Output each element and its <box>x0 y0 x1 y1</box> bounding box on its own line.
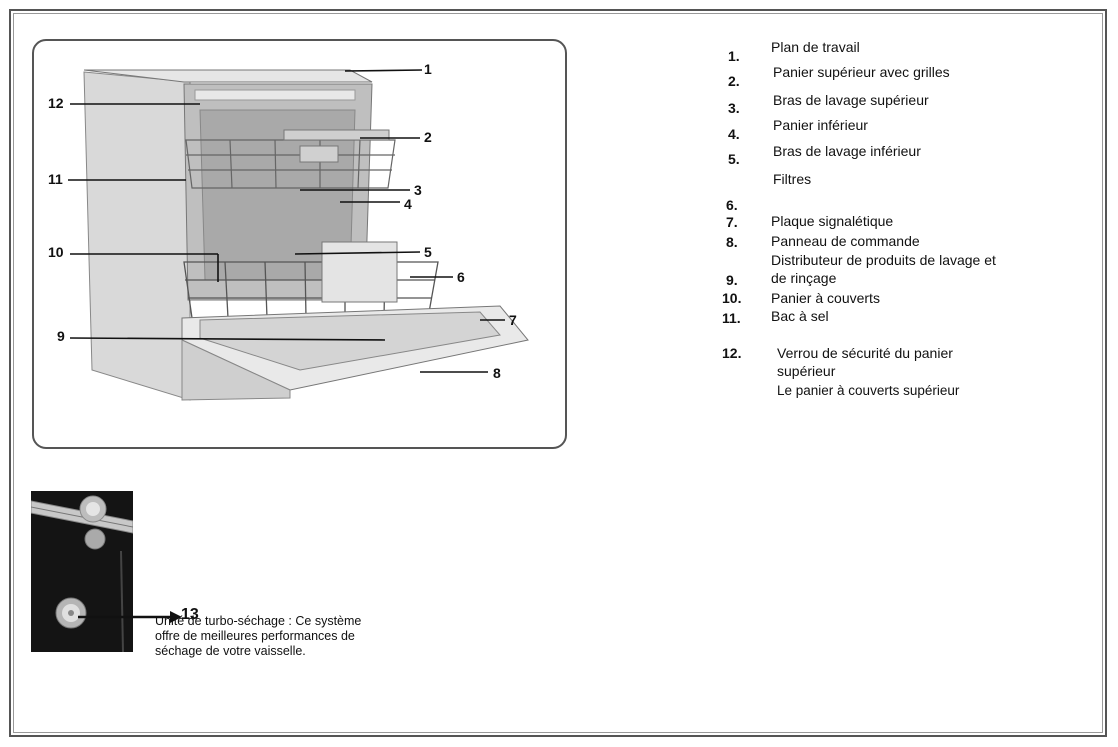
turbo-drying-description: Unité de turbo-séchage : Ce système offr… <box>155 614 370 659</box>
